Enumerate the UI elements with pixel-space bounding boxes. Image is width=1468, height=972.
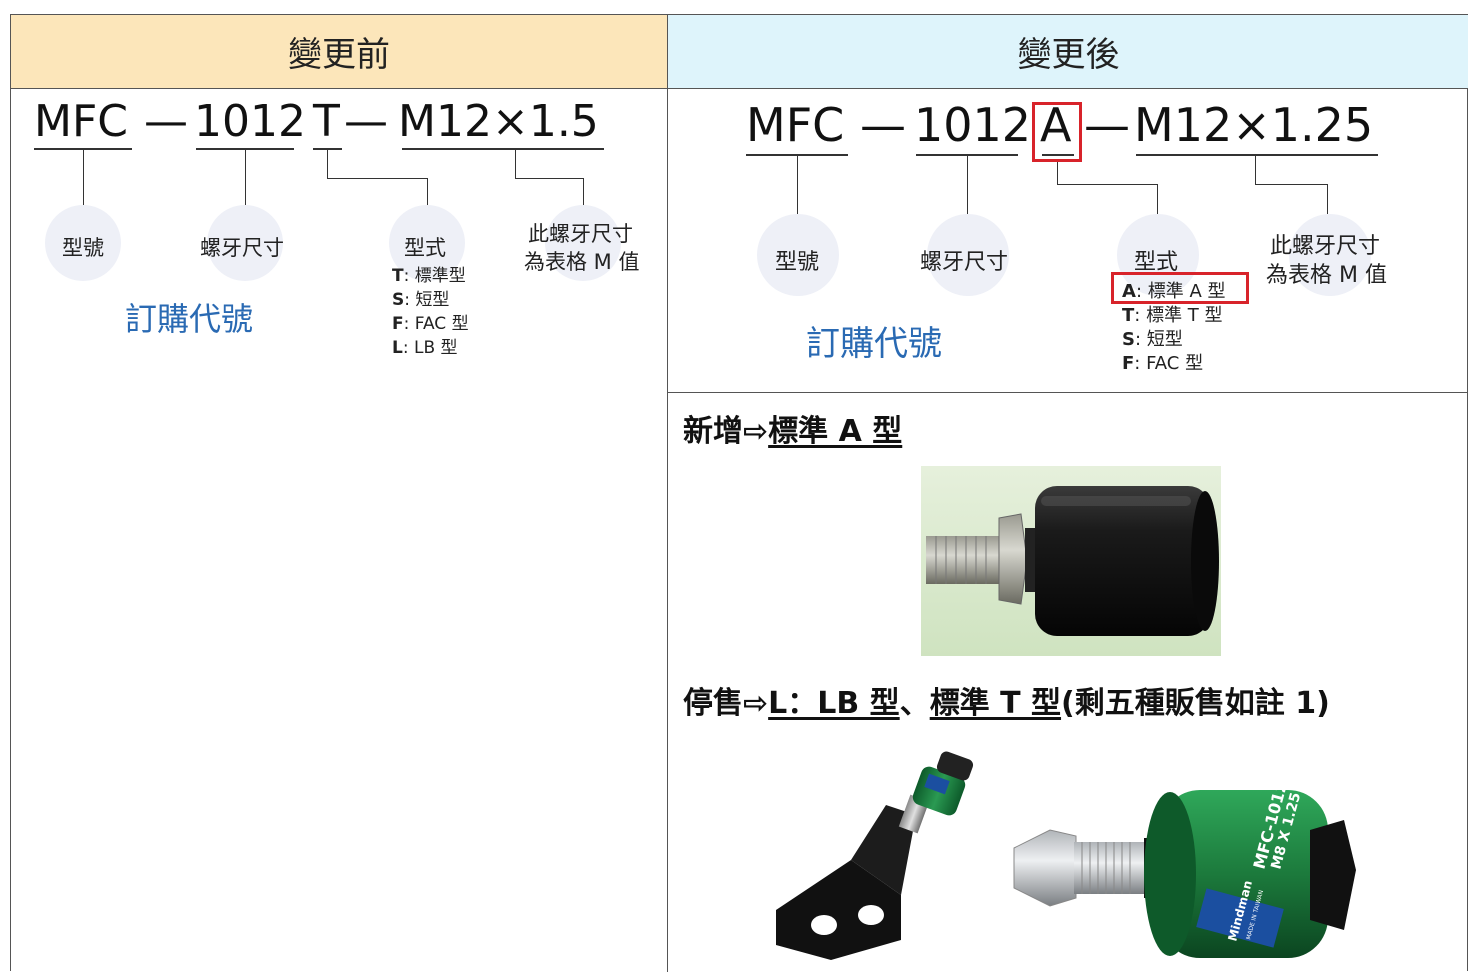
- connector-line: [515, 178, 583, 179]
- label-thread: 螺牙尺寸: [920, 250, 1009, 275]
- header-before: 變更前: [11, 15, 668, 89]
- label-thread: 螺牙尺寸: [200, 236, 284, 260]
- connector-line: [327, 178, 427, 179]
- after-code-size: M12×1.25: [1134, 98, 1374, 152]
- before-code-dash2: —: [344, 96, 388, 147]
- underline: [313, 148, 342, 150]
- connector-line: [427, 178, 428, 206]
- header-after: 變更後: [668, 15, 1468, 89]
- label-note-line2: 為表格 M 值: [1266, 263, 1387, 288]
- label-type: 型式: [404, 236, 446, 260]
- connector-line: [583, 178, 584, 206]
- after-code-model: MFC: [746, 98, 845, 152]
- type-item: A: 標準 A 型: [1122, 281, 1226, 302]
- label-circle: [207, 205, 283, 281]
- connector-line: [1057, 184, 1157, 185]
- before-code-model: MFC: [34, 96, 128, 147]
- connector-line: [245, 150, 246, 205]
- type-item: L: LB 型: [392, 338, 458, 358]
- label-note-line1: 此螺牙尺寸: [528, 222, 633, 246]
- type-item: S: 短型: [392, 290, 450, 310]
- connector-line: [1327, 184, 1328, 214]
- underline: [1136, 154, 1378, 156]
- label-circle: [1289, 214, 1371, 296]
- label-circle: [45, 205, 121, 281]
- added-note: 新增⇨標準 A 型: [683, 414, 903, 449]
- highlight-box-type: [1111, 272, 1249, 304]
- comparison-table: 變更前 變更後: [10, 14, 1468, 972]
- underline: [34, 148, 132, 150]
- label-circle: [927, 214, 1009, 296]
- before-code-type: T: [313, 96, 340, 147]
- label-note-line2: 為表格 M 值: [524, 250, 640, 274]
- label-circle: [389, 205, 465, 281]
- after-code-dash2: —: [1084, 98, 1130, 152]
- before-code-thread: 1012: [194, 96, 306, 147]
- label-circle: [545, 205, 621, 281]
- label-circle: [757, 214, 839, 296]
- underline: [746, 154, 848, 156]
- discontinued-note: 停售⇨L：LB 型、標準 T 型(剩五種販售如註 1): [683, 686, 1330, 721]
- connector-line: [1157, 184, 1158, 214]
- connector-line: [1255, 156, 1256, 184]
- type-list: A: 標準 A 型 T: 標準 T 型 S: 短型 F: FAC 型: [1122, 280, 1225, 376]
- connector-line: [1255, 184, 1327, 185]
- label-model: 型號: [62, 236, 104, 260]
- label-note-line1: 此螺牙尺寸: [1270, 234, 1381, 259]
- before-code-dash1: —: [144, 96, 188, 147]
- order-code-label: 訂購代號: [125, 300, 254, 338]
- product-photo-t-type: Mindman MADE IN TAIWAN MFC-1012 M8 X 1.2…: [1010, 770, 1360, 965]
- product-photo-a-type: [921, 466, 1221, 656]
- underline: [1042, 154, 1074, 156]
- connector-line: [797, 156, 798, 214]
- product-photo-lb-type: [776, 745, 1016, 965]
- type-item: F: FAC 型: [1122, 353, 1204, 374]
- underline: [916, 154, 1018, 156]
- type-item: T: 標準 T 型: [1122, 305, 1223, 326]
- connector-line: [515, 150, 516, 178]
- row-divider: [668, 392, 1468, 393]
- connector-line: [83, 150, 84, 205]
- connector-line: [327, 150, 328, 178]
- connector-line: [1057, 162, 1058, 184]
- label-model: 型號: [775, 250, 820, 275]
- label-type: 型式: [1134, 250, 1179, 275]
- connector-line: [967, 156, 968, 214]
- before-code-size: M12×1.5: [398, 96, 599, 147]
- label-circle: [1117, 214, 1199, 296]
- underline: [402, 148, 604, 150]
- after-code-type: A: [1040, 98, 1072, 152]
- type-list: T: 標準型 S: 短型 F: FAC 型 L: LB 型: [392, 264, 469, 360]
- highlight-box-code: [1032, 102, 1082, 162]
- after-code-thread: 1012: [914, 98, 1032, 152]
- type-item: S: 短型: [1122, 329, 1183, 350]
- type-item: F: FAC 型: [392, 314, 469, 334]
- underline: [196, 148, 294, 150]
- column-divider: [667, 15, 668, 972]
- order-code-label: 訂購代號: [806, 324, 942, 364]
- type-item: T: 標準型: [392, 266, 466, 286]
- after-code-dash1: —: [860, 98, 906, 152]
